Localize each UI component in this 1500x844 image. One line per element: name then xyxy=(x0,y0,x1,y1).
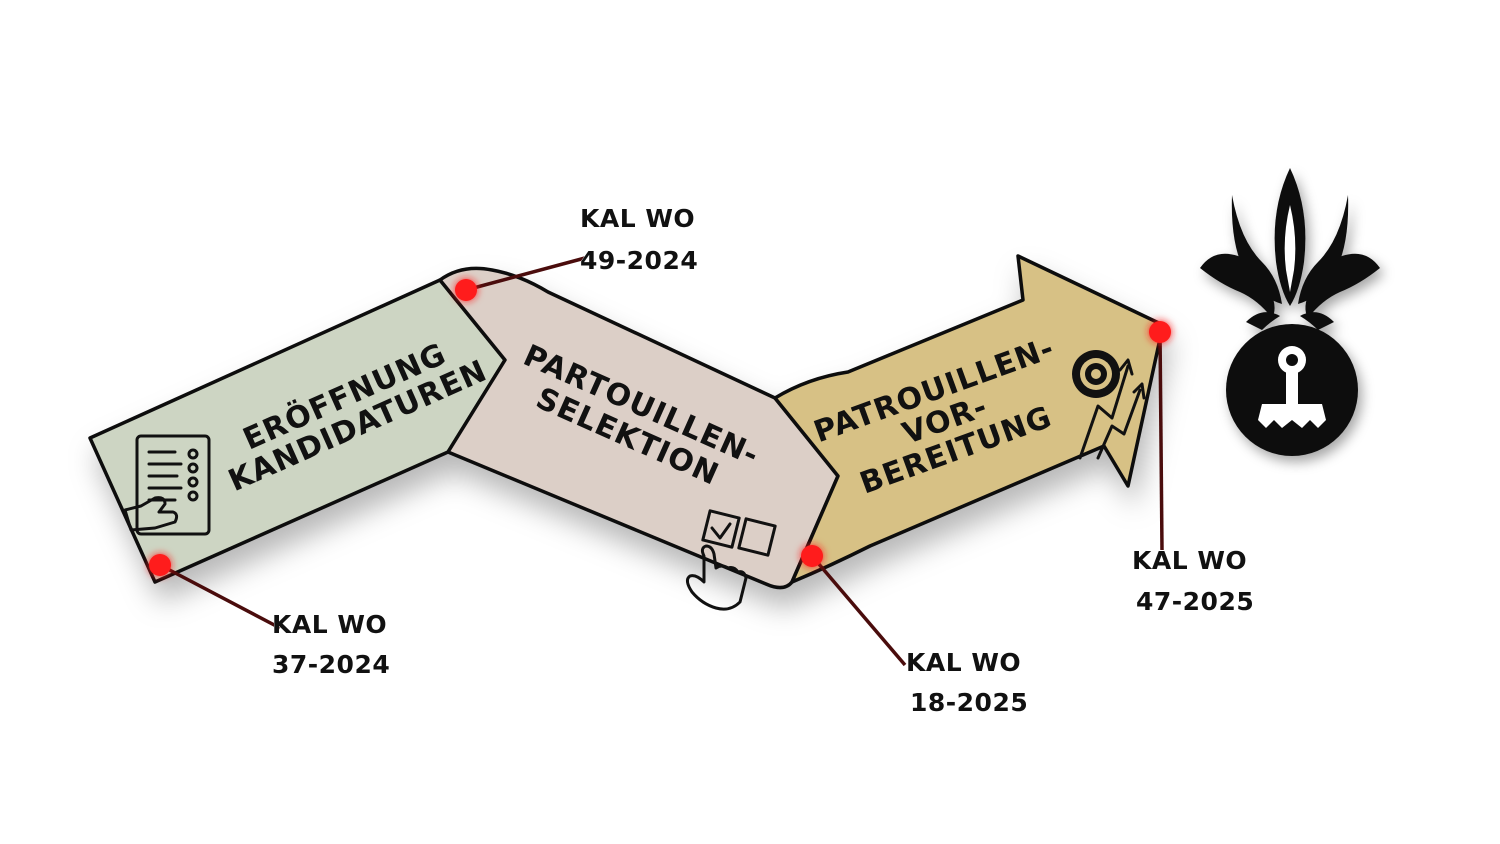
milestone-1-line-2: 37-2024 xyxy=(272,650,390,679)
milestone-label-2: KAL WO 49-2024 xyxy=(580,204,698,276)
target-growth-icon xyxy=(1072,350,1146,460)
phase-2-segment xyxy=(438,266,840,590)
milestone-2-line-1: KAL WO xyxy=(580,204,695,233)
milestone-label-4: KAL WO 47-2025 xyxy=(1132,546,1254,617)
milestone-4-line-2: 47-2025 xyxy=(1136,587,1254,616)
timeline-arrow xyxy=(88,254,1165,590)
milestone-markers xyxy=(149,279,1171,576)
milestone-dot-1 xyxy=(149,554,171,576)
milestone-leaders xyxy=(159,256,1164,667)
milestone-dot-2 xyxy=(455,279,477,301)
milestone-2-line-2: 49-2024 xyxy=(580,246,698,275)
milestone-3-line-2: 18-2025 xyxy=(910,688,1028,717)
phase-3-segment xyxy=(773,254,1165,584)
milestone-label-3: KAL WO 18-2025 xyxy=(906,648,1028,718)
milestone-label-1: KAL WO 37-2024 xyxy=(272,610,390,680)
checkbox-select-icon xyxy=(685,509,777,611)
milestone-1-line-1: KAL WO xyxy=(272,610,387,639)
application-form-icon xyxy=(123,434,211,536)
milestone-dot-4 xyxy=(1149,321,1171,343)
milestone-4-line-1: KAL WO xyxy=(1132,546,1247,575)
flame-grenade-emblem-icon xyxy=(1200,168,1380,456)
milestone-dot-3 xyxy=(801,545,823,567)
milestone-3-line-1: KAL WO xyxy=(906,648,1021,677)
